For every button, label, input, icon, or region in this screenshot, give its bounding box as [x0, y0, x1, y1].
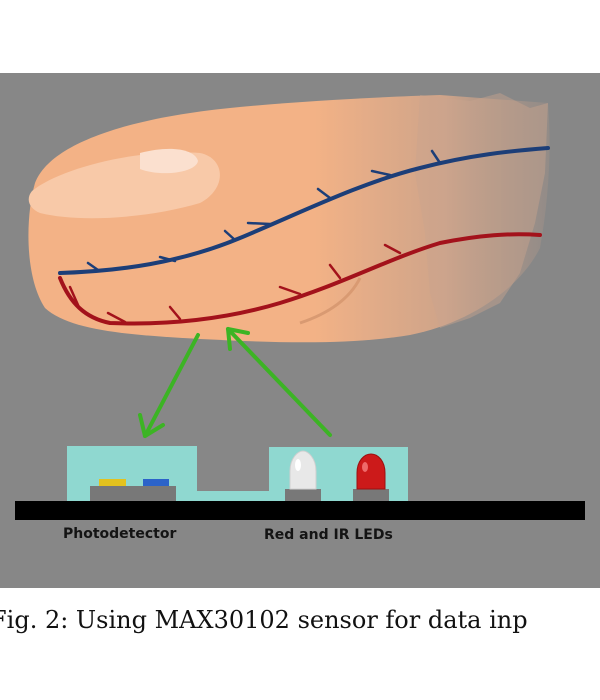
red-led-icon [356, 453, 386, 490]
reflected-light-arrow [143, 333, 200, 438]
artery-branch-2 [106, 311, 127, 324]
vein-branch-4 [316, 187, 332, 200]
emitted-light-arrow [226, 327, 332, 437]
ir-led-icon [289, 450, 317, 490]
sensor-bridge [195, 491, 271, 501]
finger-fade-edge [415, 93, 548, 328]
reflected-light-arrowhead [138, 413, 165, 438]
ir-led-base [285, 489, 321, 502]
artery [58, 232, 542, 326]
sensor-diagram: Photodetector Red and IR LEDs [0, 73, 600, 588]
photodiode-yellow [99, 479, 126, 486]
artery-branch-4 [278, 285, 302, 296]
artery-main [58, 232, 542, 326]
vein-branch-1 [86, 261, 100, 272]
pcb-board [15, 501, 585, 520]
nail-highlight [140, 148, 198, 174]
light-arrows [138, 327, 332, 438]
red-led-shine [362, 462, 368, 472]
figure-caption: Fig. 2: Using MAX30102 sensor for data i… [0, 606, 528, 634]
ir-led-shine [295, 459, 301, 471]
vein [58, 146, 550, 275]
photodetector-label: Photodetector [63, 526, 177, 542]
photodetector-chip [90, 486, 176, 502]
emitted-light-arrowhead [226, 327, 250, 351]
leds-label: Red and IR LEDs [264, 527, 393, 543]
artery-branch-3 [168, 305, 182, 321]
sensor-board [15, 446, 585, 520]
vein-branch-7 [223, 229, 237, 242]
red-led-base [353, 489, 389, 502]
vein-branch-5 [370, 169, 392, 177]
vein-branch-2 [158, 255, 177, 263]
artery-branch-6 [383, 243, 402, 255]
artery-branch-1 [68, 285, 80, 307]
artery-branch-5 [328, 263, 342, 280]
vein-branch-6 [430, 149, 442, 165]
vein-main [58, 146, 550, 275]
vein-branch-3 [246, 221, 272, 226]
photodiode-blue [143, 479, 169, 486]
knuckle-crease [299, 277, 362, 325]
